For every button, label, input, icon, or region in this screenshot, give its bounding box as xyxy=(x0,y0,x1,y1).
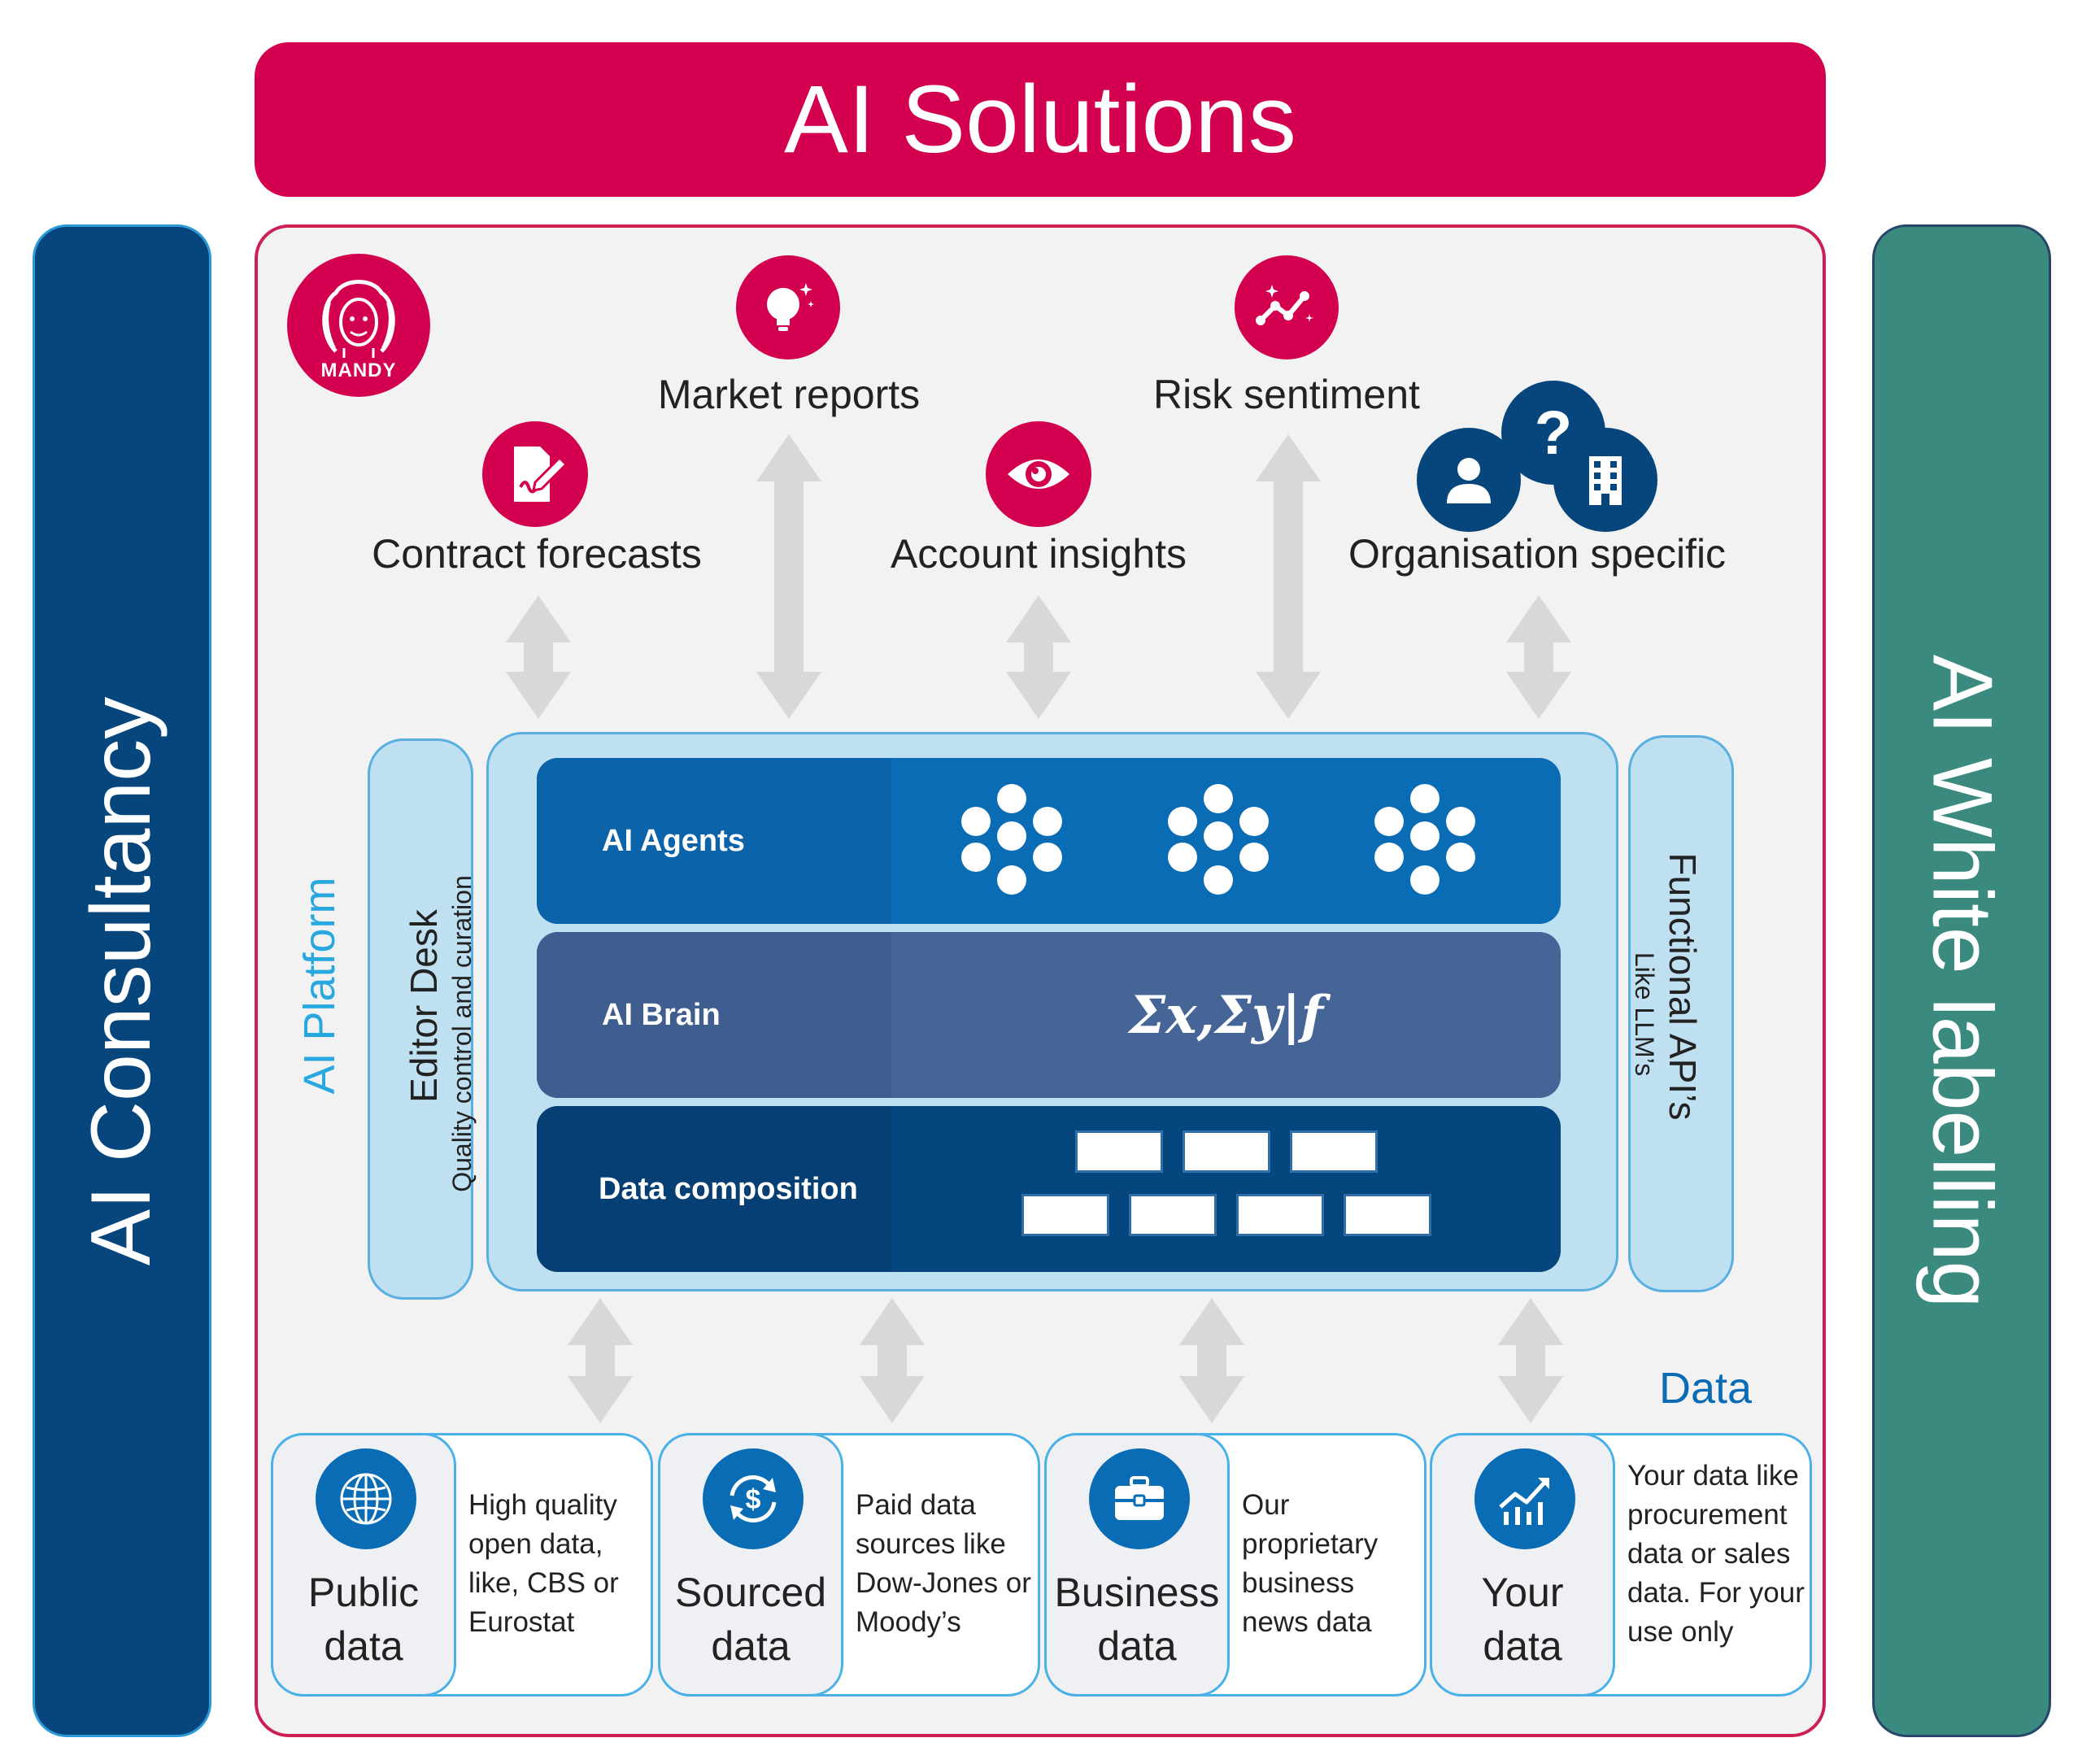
agent-cluster-icon xyxy=(1165,784,1272,898)
data-card-public-title: Public data xyxy=(307,1570,420,1669)
data-brick xyxy=(1183,1130,1270,1173)
arrow-your-data xyxy=(1498,1298,1563,1423)
data-card-your-title: Your data xyxy=(1481,1570,1564,1669)
arrow-account xyxy=(1006,595,1071,719)
lightbulb-icon xyxy=(736,255,840,359)
globe-icon xyxy=(316,1448,416,1549)
data-card-sourced-description: Paid data sources like Dow-Jones or Mood… xyxy=(856,1489,1031,1638)
contract-edit-icon xyxy=(482,421,588,527)
data-card-sourced: $ Sourced data Paid data sources like Do… xyxy=(658,1433,1040,1696)
editor-desk-subtitle: Quality control and curation xyxy=(447,875,477,1192)
layer-data-composition: Data composition xyxy=(537,1106,1561,1272)
ai-white-labelling-bar: AI White labelling xyxy=(1872,224,2051,1737)
trend-line-icon xyxy=(1235,255,1339,359)
solution-label-risk: Risk sentiment xyxy=(1153,372,1420,417)
briefcase-icon xyxy=(1089,1448,1190,1549)
functional-apis-subtitle: Like LLM’s xyxy=(1630,952,1659,1077)
arrow-risk xyxy=(1256,434,1321,719)
data-section-title: Data xyxy=(1659,1364,1753,1413)
data-card-business-title: Business data xyxy=(1054,1570,1220,1669)
arrow-public-data xyxy=(568,1298,633,1423)
data-brick xyxy=(1129,1194,1217,1236)
layer-ai-brain: AI Brain Σx,Σy|f xyxy=(537,932,1561,1098)
solution-label-account: Account insights xyxy=(890,531,1187,577)
person-icon xyxy=(1417,428,1521,532)
data-card-business-left: Business data xyxy=(1044,1433,1230,1696)
eye-icon xyxy=(986,421,1091,527)
data-card-your-left: Your data xyxy=(1430,1433,1615,1696)
layer-data-composition-label: Data composition xyxy=(599,1171,858,1206)
brain-formula: Σx,Σy|f xyxy=(1129,984,1323,1046)
data-card-public-description: High quality open data, like, CBS or Eur… xyxy=(468,1489,619,1638)
ai-solutions-banner: AI Solutions xyxy=(255,42,1826,197)
layer-data-composition-label-area: Data composition xyxy=(537,1106,891,1272)
data-card-your: Your data Your data like procurement dat… xyxy=(1430,1433,1812,1696)
data-bricks xyxy=(891,1106,1561,1272)
ai-consultancy-bar: AI Consultancy xyxy=(33,224,211,1737)
functional-apis-title: Functional API’s xyxy=(1662,852,1704,1121)
data-brick xyxy=(1021,1194,1109,1236)
layer-ai-brain-label: AI Brain xyxy=(602,997,721,1032)
layer-ai-agents-label-area: AI Agents xyxy=(537,758,891,924)
data-card-public-left: Public data xyxy=(271,1433,456,1696)
data-card-business: Business data Our proprietary business n… xyxy=(1044,1433,1426,1696)
data-card-public: Public data High quality open data, like… xyxy=(271,1433,653,1696)
arrow-sourced-data xyxy=(860,1298,925,1423)
arrow-organisation xyxy=(1506,595,1571,719)
solution-label-contract: Contract forecasts xyxy=(372,531,702,577)
arrow-business-data xyxy=(1179,1298,1244,1423)
brain-formula-area: Σx,Σy|f xyxy=(891,932,1561,1098)
arrow-market xyxy=(756,434,821,719)
editor-desk: Editor Desk Quality control and curation xyxy=(368,738,477,1300)
solution-label-market: Market reports xyxy=(657,372,921,417)
solution-label-organisation: Organisation specific xyxy=(1348,531,1727,577)
editor-desk-title: Editor Desk xyxy=(403,909,445,1103)
data-brick xyxy=(1236,1194,1324,1236)
dollar-exchange-icon: $ xyxy=(703,1448,804,1549)
arrow-contract xyxy=(506,595,571,719)
building-icon xyxy=(1553,428,1657,532)
svg-text:$: $ xyxy=(746,1484,761,1515)
agent-cluster-icon xyxy=(1371,784,1479,898)
agent-cluster-icon xyxy=(958,784,1065,898)
layer-ai-agents: AI Agents xyxy=(537,758,1561,924)
ai-platform-title-wrap: AI Platform xyxy=(286,823,351,1148)
ai-platform-title: AI Platform xyxy=(295,877,344,1095)
data-card-your-description: Your data like procurement data or sales… xyxy=(1627,1460,1805,1648)
mandy-logo-text: MANDY xyxy=(320,359,397,381)
growth-chart-icon xyxy=(1474,1448,1575,1549)
data-brick xyxy=(1290,1130,1378,1173)
banner-title: AI Solutions xyxy=(784,66,1296,173)
layer-ai-agents-label: AI Agents xyxy=(602,823,745,858)
organisation-icon: ? xyxy=(1417,381,1657,532)
data-card-sourced-left: $ Sourced data xyxy=(658,1433,843,1696)
agents-icons xyxy=(891,758,1561,924)
data-brick xyxy=(1344,1194,1431,1236)
data-card-sourced-title: Sourced data xyxy=(674,1570,827,1669)
functional-apis: Functional API’s Like LLM’s xyxy=(1628,735,1734,1292)
layer-ai-brain-label-area: AI Brain xyxy=(537,932,891,1098)
data-card-business-description: Our proprietary business news data xyxy=(1242,1489,1379,1638)
data-brick xyxy=(1075,1130,1163,1173)
mandy-logo: MANDY xyxy=(287,254,430,397)
